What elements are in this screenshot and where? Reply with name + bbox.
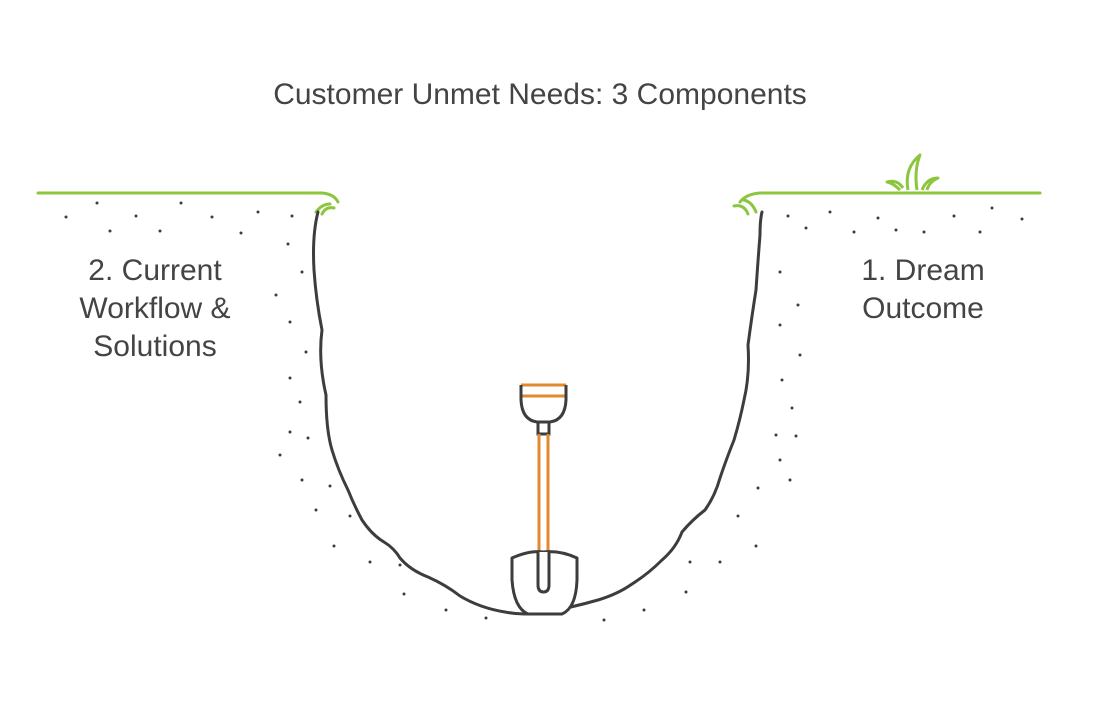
- dirt-dot: [108, 229, 112, 233]
- dirt-dot: [780, 378, 784, 382]
- dirt-dot: [894, 228, 898, 232]
- dirt-dot: [298, 400, 302, 404]
- dirt-dot: [402, 592, 406, 596]
- dirt-dot: [444, 608, 448, 612]
- ground-right: [732, 191, 1042, 216]
- dirt-dot: [718, 560, 722, 564]
- dirt-dot: [348, 514, 352, 518]
- dirt-dot: [778, 458, 782, 462]
- dirt-dot: [876, 216, 880, 220]
- dirt-dot: [736, 514, 740, 518]
- dirt-dot: [602, 618, 606, 622]
- dirt-dot: [778, 270, 782, 274]
- dirt-dot: [398, 563, 402, 567]
- dirt-dot: [790, 406, 794, 410]
- label-line: Workflow &: [79, 292, 231, 325]
- dirt-dot: [300, 478, 304, 482]
- dirt-dot: [332, 544, 336, 548]
- dirt-dot: [798, 353, 802, 357]
- dirt-dot: [306, 436, 310, 440]
- dirt-dot: [796, 303, 800, 307]
- dirt-dot: [239, 231, 243, 235]
- component-label-current-workflow: 2. Current Workflow & Solutions: [60, 252, 250, 366]
- dirt-dot: [95, 201, 99, 205]
- dirt-dot: [278, 453, 282, 457]
- diagram-title: Customer Unmet Needs: 3 Components: [273, 78, 807, 111]
- label-line: Outcome: [862, 292, 984, 325]
- dirt-dot: [642, 608, 646, 612]
- dirt-dot: [952, 214, 956, 218]
- dirt-dot: [304, 350, 308, 354]
- dirt-dot: [179, 201, 183, 205]
- dirt-dot: [286, 242, 290, 246]
- dirt-dot: [778, 323, 782, 327]
- dirt-dot: [256, 210, 260, 214]
- dirt-dot: [314, 508, 318, 512]
- dirt-dot: [922, 230, 926, 234]
- dirt-dot: [684, 590, 688, 594]
- dirt-dot: [134, 214, 138, 218]
- dirt-dot: [328, 484, 332, 488]
- ground-left: [36, 191, 340, 216]
- dirt-dot: [368, 560, 372, 564]
- dirt-dot: [288, 320, 292, 324]
- dirt-dots: [64, 201, 1024, 622]
- dirt-dot: [288, 430, 292, 434]
- dirt-dot: [788, 478, 792, 482]
- dirt-dot: [300, 270, 304, 274]
- dirt-dot: [158, 229, 162, 233]
- dirt-dot: [290, 214, 294, 218]
- dirt-dot: [288, 376, 292, 380]
- shovel-icon: [510, 383, 579, 616]
- dirt-dot: [786, 214, 790, 218]
- label-line: 1. Dream: [861, 254, 985, 287]
- dirt-dot: [804, 226, 808, 230]
- dirt-dot: [828, 210, 832, 214]
- grass-tuft-icon: [885, 153, 940, 192]
- dirt-dot: [1020, 217, 1024, 221]
- dirt-dot: [274, 293, 278, 297]
- label-line: Solutions: [93, 330, 217, 363]
- dirt-dot: [978, 230, 982, 234]
- component-label-dream-outcome: 1. Dream Outcome: [828, 252, 1018, 328]
- dirt-dot: [794, 434, 798, 438]
- dirt-dot: [852, 230, 856, 234]
- dirt-dot: [754, 544, 758, 548]
- dirt-dot: [774, 433, 778, 437]
- dirt-dot: [990, 206, 994, 210]
- label-line: 2. Current: [88, 254, 222, 287]
- dirt-dot: [64, 215, 68, 219]
- dirt-dot: [688, 560, 692, 564]
- dirt-dot: [756, 486, 760, 490]
- dirt-dot: [210, 215, 214, 219]
- dirt-dot: [484, 616, 488, 620]
